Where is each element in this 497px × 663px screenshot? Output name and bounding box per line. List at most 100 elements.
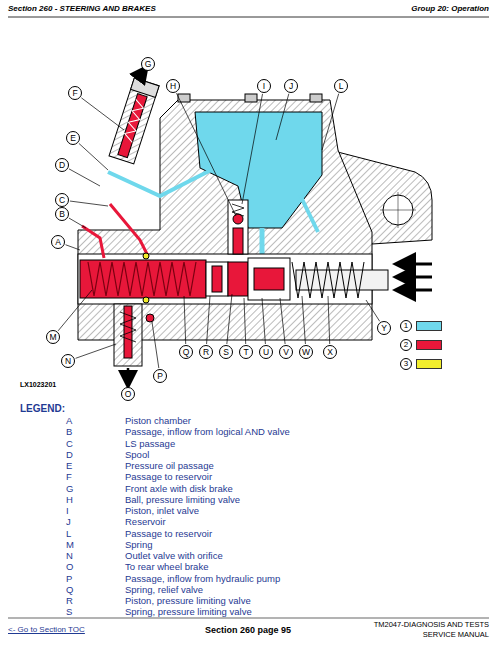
callout-letter: Y <box>381 324 387 333</box>
manual-title: TM2047-DIAGNOSIS AND TESTS <box>374 621 489 629</box>
callout-letter: E <box>70 134 76 143</box>
leader-line <box>280 298 285 344</box>
callout-letter: H <box>170 82 176 91</box>
leader-lines <box>58 93 380 368</box>
leader-line <box>276 94 289 140</box>
color-swatch <box>416 359 442 369</box>
legend-description: Spring, relief valve <box>125 585 203 595</box>
legend-letter: A <box>66 416 72 426</box>
callout-circle: O <box>121 387 135 401</box>
leader-line <box>322 94 339 150</box>
callout-letter: L <box>339 82 344 91</box>
color-swatch <box>416 340 442 350</box>
legend-description: Passage to reservoir <box>125 472 212 482</box>
legend-letter: Q <box>66 585 73 595</box>
legend-number-text: 2 <box>404 341 408 349</box>
callout-letter: C <box>59 196 65 205</box>
callout-circle: I <box>257 79 271 93</box>
callout-letter: S <box>223 348 229 357</box>
leader-line <box>366 300 380 321</box>
callout-circle: E <box>66 131 80 145</box>
legend-description: Spring <box>125 540 152 550</box>
leader-line <box>207 296 210 344</box>
legend-description: Piston, pressure limiting valve <box>125 596 251 606</box>
callout-circle: P <box>153 369 167 383</box>
callout-circle: H <box>166 79 180 93</box>
callout-circle: B <box>55 207 69 221</box>
legend-description: To rear wheel brake <box>125 562 208 572</box>
legend-description: Reservoir <box>125 517 166 527</box>
callout-circle: W <box>299 345 313 359</box>
legend-description: Spool <box>125 450 149 460</box>
legend-letter: P <box>66 574 72 584</box>
legend-description: Pressure oil passage <box>125 461 214 471</box>
callout-letter: R <box>203 348 209 357</box>
legend-letter: I <box>66 506 69 516</box>
leader-line <box>69 218 86 228</box>
legend-description: Passage to reservoir <box>125 529 212 539</box>
callout-letter: X <box>327 348 333 357</box>
legend-letter: H <box>66 495 73 505</box>
callout-circle: D <box>55 158 69 172</box>
callout-circle: L <box>334 79 348 93</box>
legend-letter: F <box>66 472 72 482</box>
legend-description: LS passage <box>125 439 175 449</box>
legend-letter: B <box>66 427 72 437</box>
header-rule <box>8 17 489 18</box>
callout-circle: V <box>279 345 293 359</box>
callout-circle: X <box>323 345 337 359</box>
legend-letter: D <box>66 450 73 460</box>
callout-circle: U <box>259 345 273 359</box>
callout-circle: Q <box>179 345 193 359</box>
legend-description: Spring, pressure limiting valve <box>125 607 252 617</box>
legend-letter: L <box>66 529 71 539</box>
legend-letter: E <box>66 461 72 471</box>
callout-letter: T <box>243 348 248 357</box>
legend-description: Piston, inlet valve <box>125 506 199 516</box>
callout-circle: T <box>239 345 253 359</box>
legend-heading: LEGEND: <box>20 403 65 414</box>
legend-letter: N <box>66 551 73 561</box>
legend-letter: R <box>66 596 73 606</box>
legend-letter: G <box>66 484 73 494</box>
callout-circle: M <box>46 330 60 344</box>
leader-line <box>242 94 263 204</box>
footer-rule <box>8 618 489 619</box>
figure-id: LX1023201 <box>20 381 56 389</box>
legend-number: 2 <box>400 339 412 351</box>
leader-line <box>176 93 236 216</box>
callout-letter: B <box>59 210 65 219</box>
callout-letter: U <box>263 348 269 357</box>
legend-number: 3 <box>400 358 412 370</box>
callout-letter: P <box>157 372 163 381</box>
legend-letter: J <box>66 517 71 527</box>
legend-letter: C <box>66 439 73 449</box>
leader-line <box>184 296 186 344</box>
callout-letter: Q <box>183 348 190 357</box>
leader-line <box>227 294 232 344</box>
color-swatch <box>416 321 442 331</box>
legend-number: 1 <box>400 320 412 332</box>
callout-letter: N <box>65 357 71 366</box>
leader-line <box>76 344 116 358</box>
callout-circle: C <box>55 193 69 207</box>
toc-link: <- Go to Section TOC <box>8 626 85 635</box>
leader-line <box>70 201 108 206</box>
callout-letter: M <box>49 333 56 342</box>
leader-line <box>66 245 80 250</box>
callout-circle: N <box>61 354 75 368</box>
callout-circle: F <box>68 86 82 100</box>
leader-line <box>152 322 159 368</box>
callout-letter: J <box>289 82 293 91</box>
callout-letter: D <box>59 161 65 170</box>
legend-letter: M <box>66 540 74 550</box>
callout-circle: G <box>141 57 155 71</box>
leader-line <box>328 296 330 344</box>
page-header: Group 20: Operation <box>411 5 489 14</box>
callout-letter: I <box>263 82 265 91</box>
legend-letter: S <box>66 607 72 617</box>
legend-number-text: 1 <box>404 322 408 330</box>
callout-circle: A <box>51 235 65 249</box>
leader-line <box>302 296 305 344</box>
callout-letter: O <box>125 390 132 399</box>
